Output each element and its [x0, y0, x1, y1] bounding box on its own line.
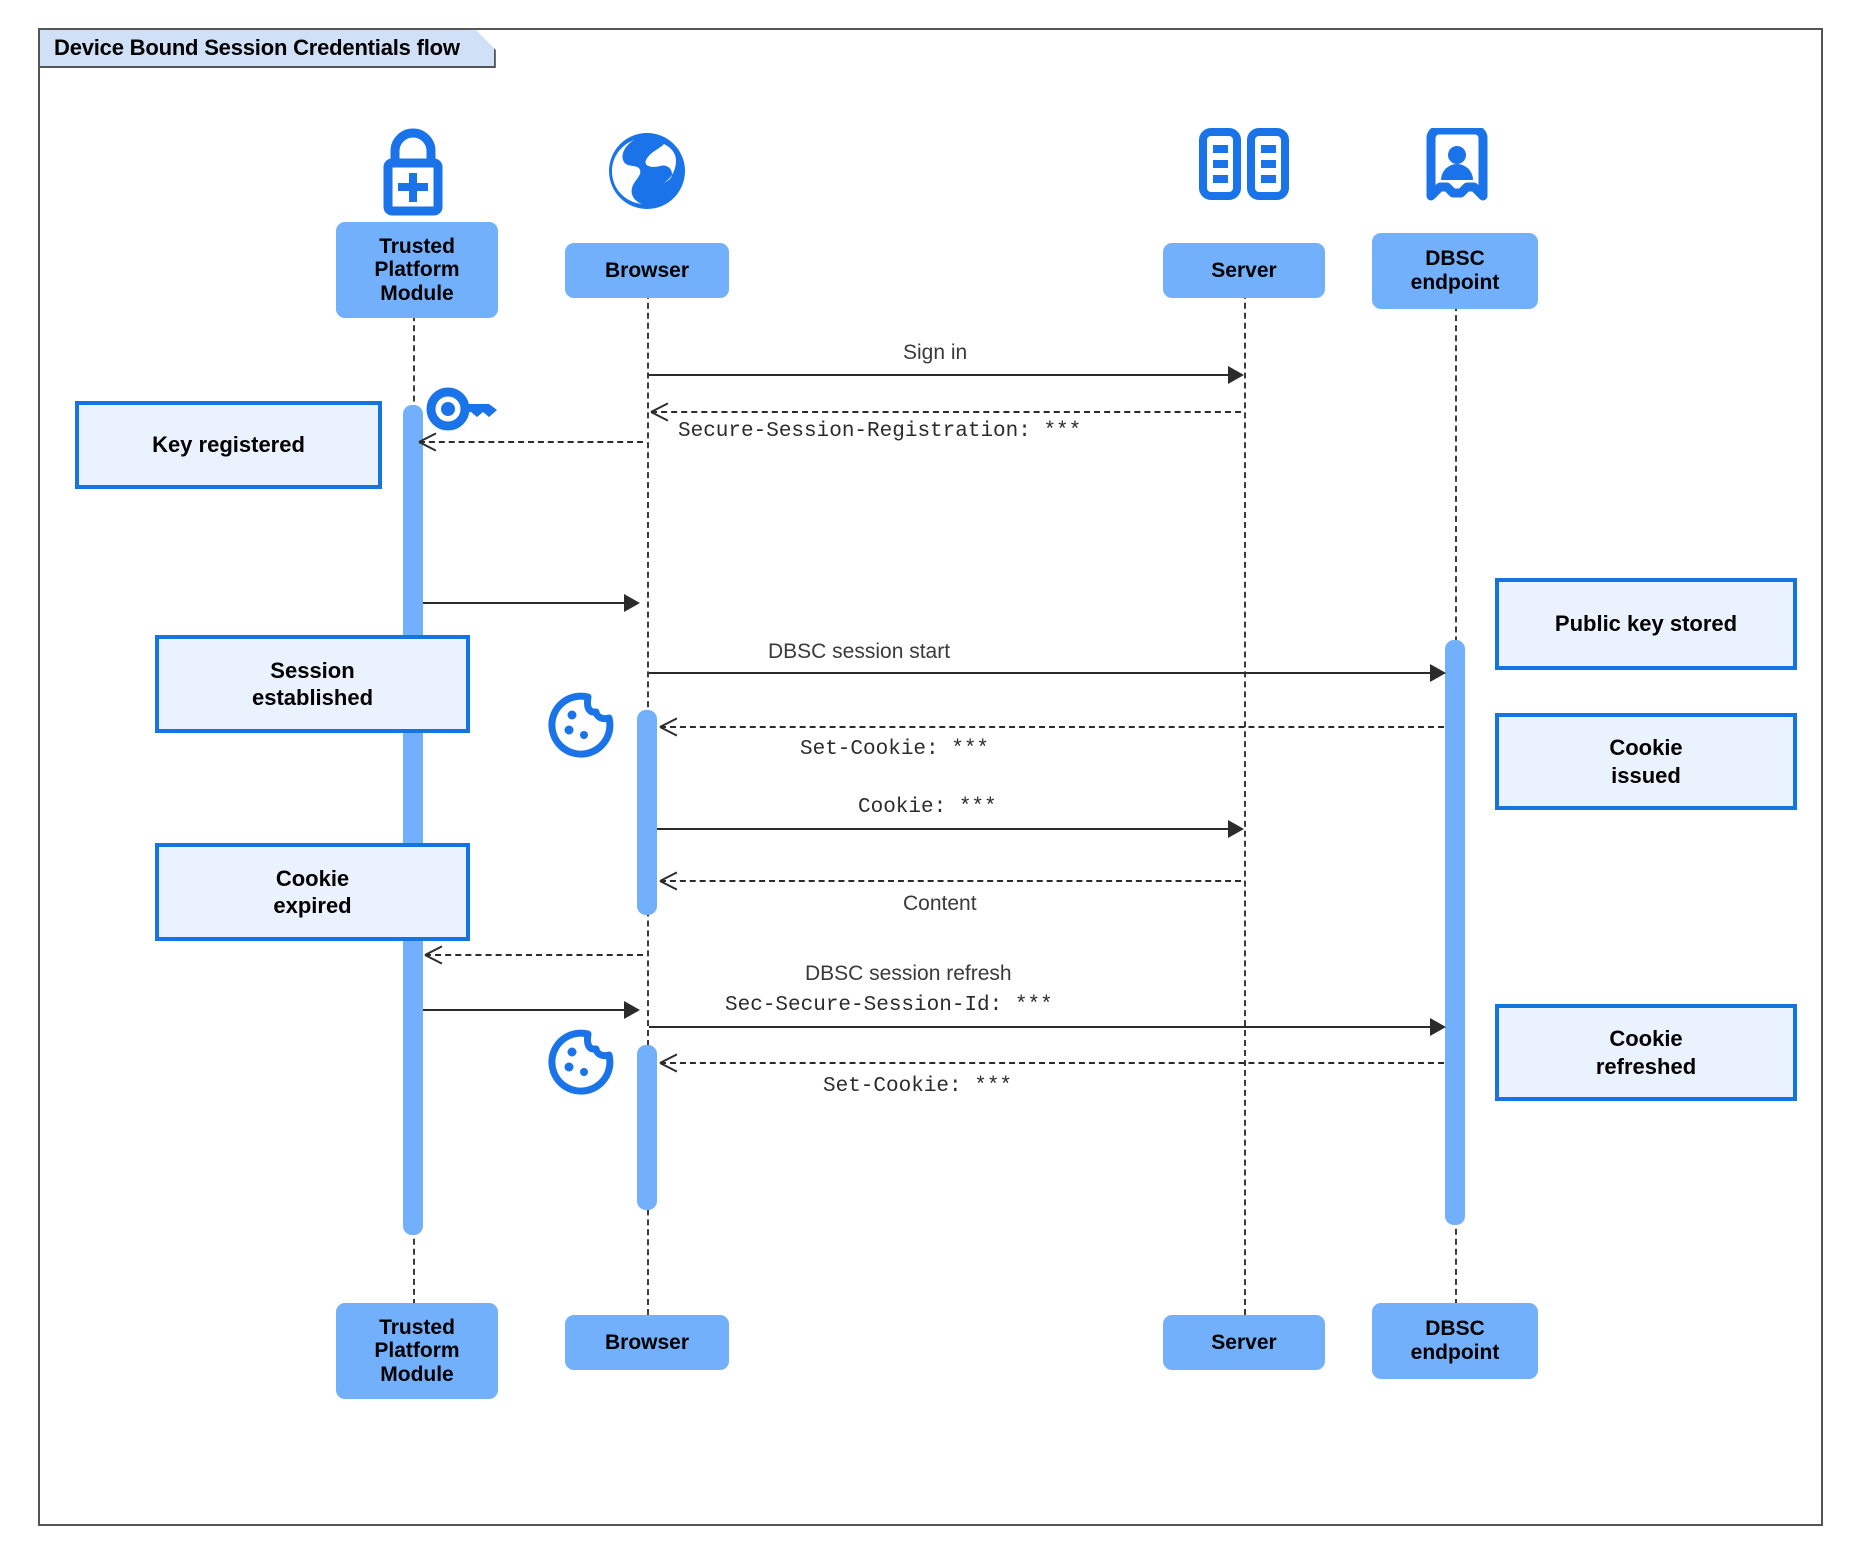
cookie-icon — [548, 692, 614, 763]
actor-tpm-header[interactable]: Trusted Platform Module — [336, 222, 498, 318]
note-line: Cookie — [275, 865, 350, 891]
note-line: Cookie — [1609, 735, 1683, 760]
cookie-icon — [548, 1029, 614, 1100]
note-line: Key registered — [152, 432, 305, 458]
actor-dbsc-label-2: endpoint — [1410, 271, 1500, 294]
actor-server-footer-label: Server — [1211, 1330, 1277, 1354]
actor-browser-footer-label: Browser — [604, 1330, 690, 1354]
message-arrow-tpm-to-browser-1 — [423, 602, 636, 604]
lifeline-server — [1244, 253, 1246, 1315]
actor-dbsc-header[interactable]: DBSC endpoint — [1372, 233, 1538, 309]
key-icon — [424, 382, 504, 441]
arrowhead-right — [1228, 820, 1244, 838]
message-arrow-browser-to-tpm-1 — [419, 441, 643, 443]
actor-dbsc-footer[interactable]: DBSC endpoint — [1372, 1303, 1538, 1379]
actor-tpm-footer-label-3: Module — [380, 1362, 454, 1386]
message-label-dbsc-session-start: DBSC session start — [768, 640, 951, 663]
note-line: expired — [273, 893, 352, 918]
message-arrow-browser-to-tpm-2 — [425, 954, 643, 956]
actor-server-footer[interactable]: Server — [1163, 1315, 1325, 1370]
actor-dbsc-footer-label-2: endpoint — [1410, 1341, 1500, 1364]
actor-tpm-footer-label-1: Trusted — [379, 1315, 455, 1339]
note-cookie-refreshed: Cookie refreshed — [1495, 1004, 1797, 1101]
actor-tpm-label-2: Platform — [374, 258, 460, 282]
message-arrow-dbsc-session-start — [649, 672, 1443, 674]
message-arrow-cookie — [657, 828, 1241, 830]
note-line: issued — [1611, 762, 1681, 788]
note-session-established: Session established — [155, 635, 470, 733]
note-line: established — [251, 685, 374, 710]
message-arrow-secure-session-registration — [651, 411, 1241, 413]
message-label-secure-session-registration: Secure-Session-Registration: *** — [678, 420, 1082, 443]
arrowhead-right — [1228, 366, 1244, 384]
arrowhead-right — [624, 1001, 640, 1019]
message-arrow-sign-in — [649, 374, 1241, 376]
page-title: Device Bound Session Credentials flow — [54, 35, 460, 60]
activation-browser-2 — [637, 1045, 657, 1210]
actor-browser-label: Browser — [604, 258, 690, 282]
activation-dbsc — [1445, 640, 1465, 1225]
message-label-cookie: Cookie: *** — [858, 796, 997, 819]
lock-plus-icon — [368, 125, 458, 225]
actor-browser-header[interactable]: Browser — [565, 243, 729, 298]
id-badge-icon — [1425, 125, 1489, 211]
note-line: Public key stored — [1554, 611, 1738, 637]
note-cookie-expired: Cookie expired — [155, 843, 470, 941]
activation-tpm — [403, 405, 423, 1235]
note-line: Cookie — [1609, 1026, 1683, 1051]
message-arrow-set-cookie-2 — [660, 1062, 1444, 1064]
note-key-registered: Key registered — [75, 401, 382, 489]
message-label-sec-secure-session-id: Sec-Secure-Session-Id: *** — [725, 994, 1053, 1017]
actor-browser-footer[interactable]: Browser — [565, 1315, 729, 1370]
message-label-set-cookie-2: Set-Cookie: *** — [823, 1075, 1013, 1098]
note-line: Session — [270, 657, 355, 683]
message-arrow-set-cookie-1 — [660, 726, 1444, 728]
arrowhead-right — [1430, 1018, 1446, 1036]
actor-tpm-label-1: Trusted — [379, 234, 455, 258]
note-public-key-stored: Public key stored — [1495, 578, 1797, 670]
note-line: refreshed — [1595, 1053, 1697, 1079]
arrowhead-right — [624, 594, 640, 612]
message-label-dbsc-session-refresh: DBSC session refresh — [805, 962, 1012, 985]
globe-icon — [604, 128, 690, 219]
message-label-content: Content — [903, 892, 977, 915]
message-label-set-cookie-1: Set-Cookie: *** — [800, 738, 990, 761]
note-cookie-issued: Cookie issued — [1495, 713, 1797, 810]
actor-tpm-footer-label-2: Platform — [374, 1339, 460, 1363]
actor-server-label: Server — [1211, 258, 1277, 282]
message-label-sign-in: Sign in — [903, 341, 968, 364]
actor-dbsc-footer-label-1: DBSC — [1425, 1317, 1485, 1341]
diagram-title-tab: Device Bound Session Credentials flow — [38, 28, 496, 68]
arrowhead-right — [1430, 664, 1446, 682]
actor-server-header[interactable]: Server — [1163, 243, 1325, 298]
activation-browser-1 — [637, 710, 657, 915]
server-rack-icon — [1198, 128, 1290, 205]
actor-dbsc-label-1: DBSC — [1425, 247, 1485, 271]
message-arrow-dbsc-session-refresh — [649, 1026, 1443, 1028]
actor-tpm-label-3: Module — [380, 281, 454, 305]
actor-tpm-footer[interactable]: Trusted Platform Module — [336, 1303, 498, 1399]
message-arrow-tpm-to-browser-2 — [423, 1009, 636, 1011]
message-arrow-content — [660, 880, 1241, 882]
